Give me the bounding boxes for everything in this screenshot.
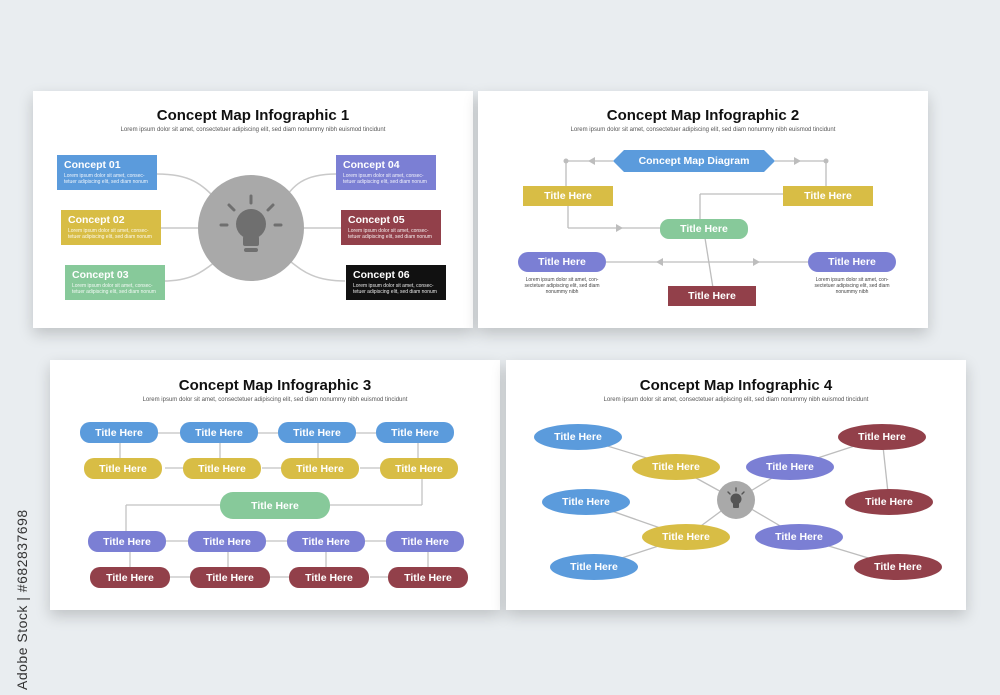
subtitle: Lorem ipsum dolor sit amet, consectetuer… bbox=[142, 397, 408, 403]
node-blue-3-label: Title Here bbox=[570, 561, 618, 573]
node-yellow-right: Title Here bbox=[783, 186, 873, 206]
node-purple-right: Title Here bbox=[808, 252, 896, 272]
diagram-banner: Concept Map Diagram bbox=[638, 155, 750, 167]
slide-2: Concept Map Infographic 2 Lorem ipsum do… bbox=[478, 91, 928, 328]
node-purple-3: Title Here bbox=[287, 531, 365, 552]
node-red-1-label: Title Here bbox=[858, 431, 906, 443]
node-blue-2: Title Here bbox=[180, 422, 258, 443]
slide-3-connectors bbox=[119, 432, 429, 578]
node-yellow-1: Title Here bbox=[84, 458, 162, 479]
slide-4: Concept Map Infographic 4 Lorem ipsum do… bbox=[506, 360, 966, 610]
page-title: Concept Map Infographic 4 bbox=[639, 377, 833, 394]
node-yellow-2-label: Title Here bbox=[662, 531, 710, 543]
lightbulb-icon bbox=[727, 487, 745, 508]
node-yellow-2: Title Here bbox=[183, 458, 261, 479]
slide-1-connectors bbox=[156, 173, 346, 282]
node-green-center: Title Here bbox=[660, 219, 748, 239]
node-yellow-3: Title Here bbox=[281, 458, 359, 479]
node-purple-1-label: Title Here bbox=[766, 461, 814, 473]
slide-3: Concept Map Infographic 3 Lorem ipsum do… bbox=[50, 360, 500, 610]
node-purple-4: Title Here bbox=[386, 531, 464, 552]
node-yellow-left: Title Here bbox=[523, 186, 613, 206]
node-red-2-label: Title Here bbox=[865, 496, 913, 508]
slide-4-nodes bbox=[534, 424, 942, 580]
stock-id-text: Adobe Stock | #682837698 bbox=[14, 509, 30, 690]
page-title: Concept Map Infographic 3 bbox=[178, 377, 372, 394]
slide-1: Concept Map Infographic 1 Lorem ipsum do… bbox=[33, 91, 473, 328]
node-blue-2-label: Title Here bbox=[562, 496, 610, 508]
node-red-bottom: Title Here bbox=[668, 286, 756, 306]
page-title: Concept Map Infographic 2 bbox=[606, 107, 800, 124]
node-red-1: Title Here bbox=[90, 567, 170, 588]
slide-4-connectors bbox=[534, 424, 942, 580]
node-purple-2: Title Here bbox=[188, 531, 266, 552]
subtitle: Lorem ipsum dolor sit amet, consectetuer… bbox=[120, 127, 386, 133]
node-red-4: Title Here bbox=[388, 567, 468, 588]
node-blue-4: Title Here bbox=[376, 422, 454, 443]
node-blue-1-label: Title Here bbox=[554, 431, 602, 443]
node-green-center: Title Here bbox=[220, 492, 330, 519]
node-blue-1: Title Here bbox=[80, 422, 158, 443]
slide-2-connectors bbox=[563, 150, 829, 289]
node-purple-1: Title Here bbox=[88, 531, 166, 552]
lightbulb-icon bbox=[219, 194, 283, 252]
subtitle: Lorem ipsum dolor sit amet, consectetuer… bbox=[570, 127, 836, 133]
page-title: Concept Map Infographic 1 bbox=[156, 107, 350, 124]
node-purple-2-label: Title Here bbox=[775, 531, 823, 543]
node-purple-left: Title Here bbox=[518, 252, 606, 272]
node-blue-3: Title Here bbox=[278, 422, 356, 443]
note-right: Lorem ipsum dolor sit amet, con- sectetu… bbox=[814, 277, 890, 295]
node-red-3-label: Title Here bbox=[874, 561, 922, 573]
node-yellow-4: Title Here bbox=[380, 458, 458, 479]
subtitle: Lorem ipsum dolor sit amet, consectetuer… bbox=[603, 397, 869, 403]
diagram-banner-shape bbox=[613, 150, 775, 172]
note-left: Lorem ipsum dolor sit amet, con- sectetu… bbox=[524, 277, 600, 295]
node-red-3: Title Here bbox=[289, 567, 369, 588]
node-yellow-1-label: Title Here bbox=[652, 461, 700, 473]
node-red-2: Title Here bbox=[190, 567, 270, 588]
